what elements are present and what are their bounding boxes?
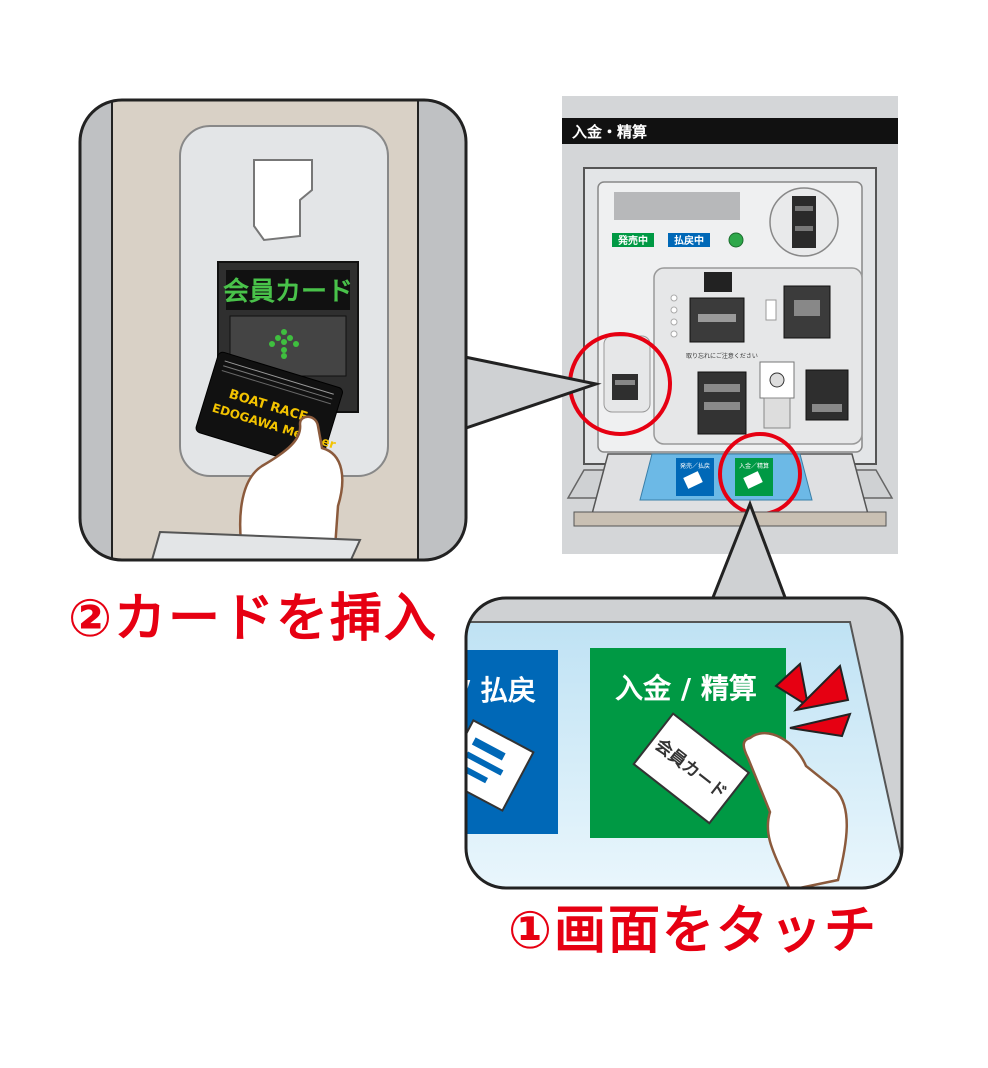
indicator-dots [670,294,678,338]
card-reader-top [704,272,732,292]
screen-btn-deposit-label: 入金／精算 [739,462,769,470]
card-insert-pictogram [253,159,313,242]
member-card-slot[interactable] [612,374,638,400]
screen-zoom-frame [464,596,904,890]
status-refund-badge [668,233,710,247]
screen-zoom-panel: / 払戻 入金 / 精算 会員カード [460,598,902,888]
notice-small-text: 取り忘れにご注意ください [686,352,758,360]
zoom-btn-deposit-label: 入金 / 精算 [615,672,757,705]
slot-sign-text: 会員カード [223,277,353,307]
screen-btn-sale-refund-label: 発売／払戻 [680,462,710,470]
arrow-up-icon [269,329,299,359]
hand-inserting-card [239,415,344,560]
coin-tray[interactable] [805,369,849,421]
status-sale-label: 発売中 [617,234,648,247]
machine-display [614,192,740,220]
bill-slot[interactable] [792,196,816,248]
finger-touching-screen [742,731,848,888]
tap-emphasis-icon [774,662,852,738]
machine-header-bar [562,118,898,144]
slot-zoom-panel: 会員カード BOAT RACE EDOGAWA Member [80,100,466,560]
caption-step2-insert-card: ②カードを挿入 [68,589,439,649]
status-lamp [728,232,744,248]
machine-header-title: 入金・精算 [572,123,647,141]
status-sale-badge [612,233,654,247]
zoom-btn-sale-refund-label: / 払戻 [460,674,536,707]
machine-base [573,511,887,527]
status-refund-label: 払戻中 [674,234,704,247]
caption-step1-touch-screen: ①画面をタッチ [508,901,879,961]
slot-sign-plate [226,270,350,310]
slot-zoom-frame [78,98,468,562]
ticket-machine: 入金・精算 発売中 払戻中 取り忘れにご注意ください [562,96,898,554]
